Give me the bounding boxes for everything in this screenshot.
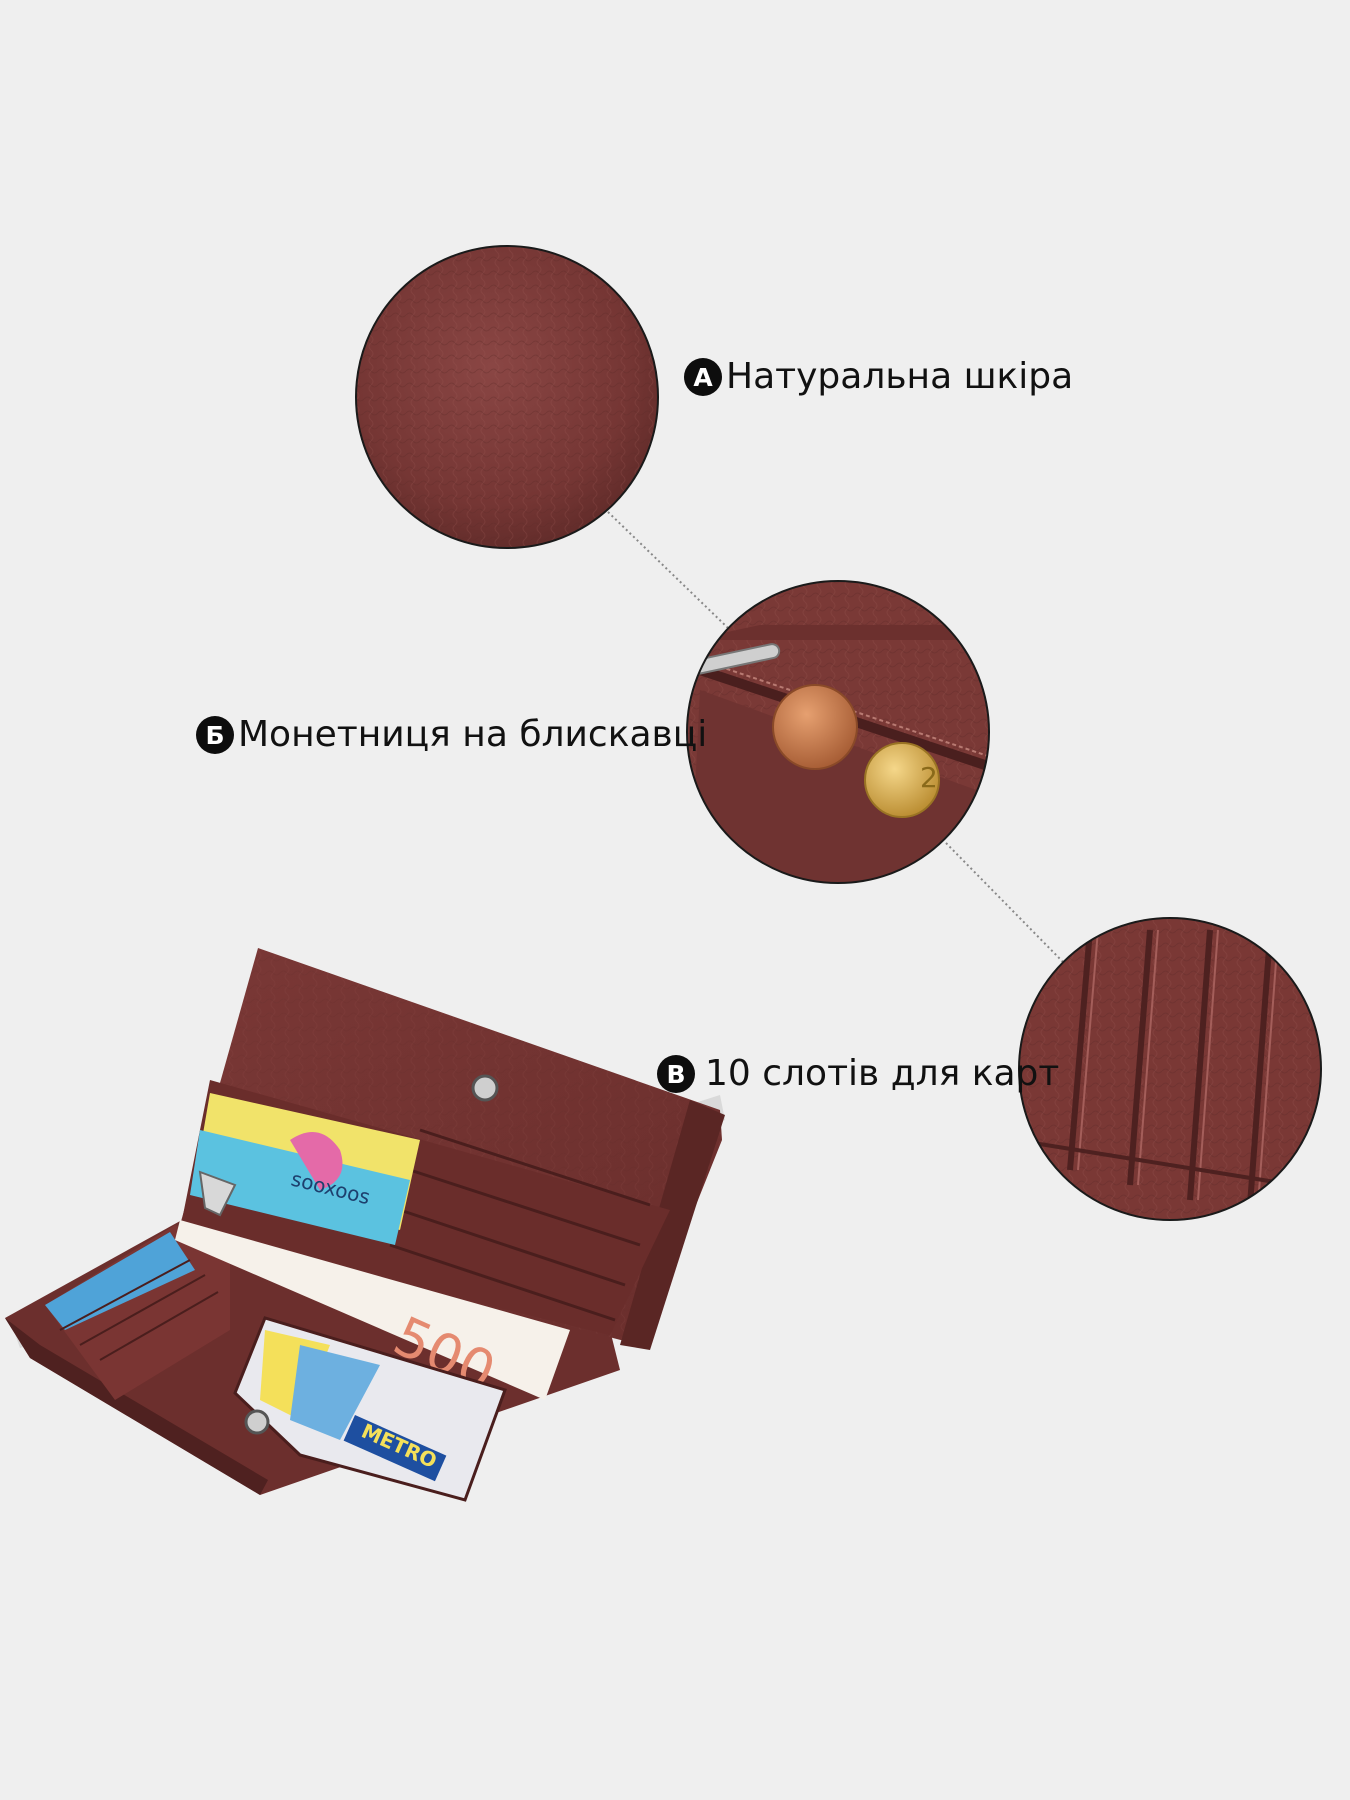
feature-badge-b: Б xyxy=(196,716,234,754)
wallet-image: sooxoos 500 METRO xyxy=(5,948,725,1502)
feature-callout-b: Б Монетниця на блискавці xyxy=(196,716,707,754)
cards-in-flap: sooxoos xyxy=(190,1093,420,1245)
connector-line-b-c xyxy=(945,842,1065,964)
feature-callout-c: В 10 слотів для карт xyxy=(657,1055,1059,1093)
connector-line-a-b xyxy=(607,511,729,629)
feature-label-b: Монетниця на блискавці xyxy=(238,714,708,755)
feature-badge-a: A xyxy=(684,358,722,396)
coin-pocket-circle: 2 xyxy=(686,580,990,884)
feature-label-c: 10 слотів для карт xyxy=(705,1053,1060,1094)
svg-text:2: 2 xyxy=(920,761,938,794)
leather-texture-circle xyxy=(355,245,659,549)
card-slots-circle xyxy=(1018,917,1322,1221)
feature-badge-c: В xyxy=(657,1055,695,1093)
feature-callout-a: A Натуральна шкіра xyxy=(684,358,1073,396)
feature-label-a: Натуральна шкіра xyxy=(726,356,1074,397)
